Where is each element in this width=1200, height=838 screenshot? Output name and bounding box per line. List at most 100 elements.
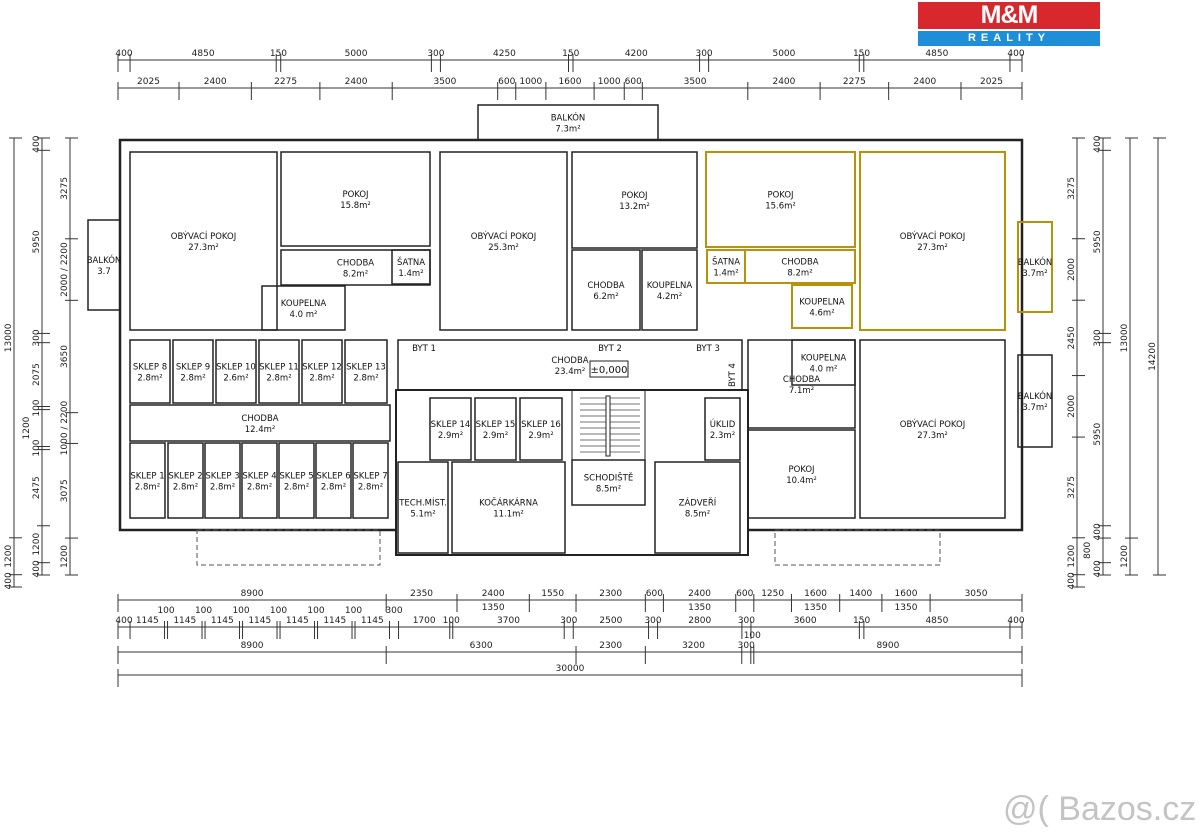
dimension-label: 1145	[211, 616, 234, 626]
dimension-label: 5000	[345, 49, 368, 59]
room-area: 4.6m²	[809, 309, 834, 319]
dimension-label: 2400	[688, 589, 711, 599]
room-name: BALKÓN	[1018, 256, 1053, 268]
dimension-label: 300	[738, 616, 755, 626]
dimension-label: 100	[195, 606, 212, 616]
room-outline	[791, 284, 853, 329]
dimension-label: 14200	[1148, 342, 1158, 371]
dimension-label: 1200	[22, 416, 32, 439]
room-area: 8.2m²	[787, 269, 812, 279]
dimension-label: 1400	[849, 589, 872, 599]
room-name: SKLEP 11	[259, 363, 299, 373]
room-area: 1.4m²	[398, 269, 423, 279]
room-sklep3: SKLEP 32.8m²	[204, 442, 241, 519]
room-name: POKOJ	[621, 191, 647, 201]
room-name: KOUPELNA	[647, 281, 693, 291]
dimension-sublabel: 1350	[895, 603, 918, 613]
dimension-label: 100	[345, 606, 362, 616]
room-outline	[129, 339, 171, 404]
room-area: 2.6m²	[223, 374, 248, 384]
dimension-label: 400	[1007, 49, 1024, 59]
room-name: ŠATNA	[397, 256, 425, 268]
dimension-sublabel: 1350	[482, 603, 505, 613]
room-name: OBÝVACÍ POKOJ	[171, 230, 236, 242]
dimension-label: 2000	[1067, 258, 1077, 281]
unit-label-byt1: BYT 1	[412, 344, 436, 354]
room-sklep10: SKLEP 102.6m²	[215, 339, 257, 404]
room-sklep4: SKLEP 42.8m²	[241, 442, 278, 519]
dimension-sublabel: 1350	[804, 603, 827, 613]
room-area: 2.9m²	[438, 431, 463, 441]
dimension-label: 300	[32, 329, 42, 346]
room-name: CHODBA	[551, 356, 588, 366]
stair-rail	[605, 395, 611, 457]
room-area: 2.8m²	[210, 483, 235, 493]
room-area: 2.8m²	[284, 483, 309, 493]
room-outline	[571, 249, 641, 331]
room-area: 25.3m²	[488, 243, 519, 253]
dimension-label: 4200	[625, 49, 648, 59]
dimension-label: 400	[4, 572, 14, 589]
dimension-label: 150	[562, 49, 579, 59]
room-area: 7.3m²	[555, 125, 580, 135]
room-outline	[167, 442, 204, 519]
room-sklep11: SKLEP 112.8m²	[258, 339, 300, 404]
unit-label-byt3: BYT 3	[696, 344, 720, 354]
room-outline	[477, 104, 659, 141]
room-name: SKLEP 5	[279, 472, 313, 482]
room-name: POKOJ	[342, 190, 368, 200]
room-name: POKOJ	[788, 465, 814, 475]
dimension-label: 1600	[804, 589, 827, 599]
unit-label-byt4: BYT 4	[728, 363, 738, 387]
dimension-label: 1200	[4, 545, 14, 568]
room-name: SKLEP 9	[176, 363, 210, 373]
room-outline	[747, 429, 856, 519]
room-outline	[1017, 221, 1053, 313]
dimension-label: 600	[736, 589, 753, 599]
dimension-label: 2500	[599, 616, 622, 626]
dimension-label: 150	[853, 49, 870, 59]
room-name: OBÝVACÍ POKOJ	[900, 418, 965, 430]
room-area: 2.8m²	[137, 374, 162, 384]
logo-brand: M&M	[918, 2, 1100, 29]
dimension-label: 100	[443, 616, 460, 626]
room-name: ZÁDVEŘÍ	[679, 497, 717, 509]
dimension-label: 1145	[136, 616, 159, 626]
dimension-label: 400	[115, 616, 132, 626]
room-name: CHODBA	[781, 258, 818, 268]
room-name: KOČÁRKÁRNA	[479, 497, 538, 509]
dimension-label: 1145	[286, 616, 309, 626]
dimension-label: 4850	[925, 616, 948, 626]
room-name: OBÝVACÍ POKOJ	[900, 230, 965, 242]
room-area: 15.8m²	[340, 201, 371, 211]
room-name: BALKÓN	[551, 112, 586, 124]
dimension-label: 8900	[241, 641, 264, 651]
room-name: SKLEP 15	[476, 420, 516, 430]
room-sklep6: SKLEP 62.8m²	[315, 442, 352, 519]
room-name: SKLEP 1	[130, 472, 164, 482]
dimension-label: 3650	[60, 345, 70, 368]
room-sklep14: SKLEP 142.9m²	[429, 397, 472, 461]
dimension-label: 100	[744, 631, 761, 641]
dimension-label: 150	[853, 616, 870, 626]
room-outline	[397, 339, 743, 391]
dimension-label: 2300	[599, 589, 622, 599]
room-outline	[352, 442, 389, 519]
dimension-label: 2400	[204, 77, 227, 87]
room-name: BALKÓN	[1018, 390, 1053, 402]
dimension-label: 2400	[772, 77, 795, 87]
room-outline	[315, 442, 352, 519]
bazos-watermark: @( Bazos.cz	[1003, 790, 1197, 828]
dimension-label: 2300	[599, 641, 622, 651]
dimension-label: 3500	[433, 77, 456, 87]
room-outline	[301, 339, 343, 404]
